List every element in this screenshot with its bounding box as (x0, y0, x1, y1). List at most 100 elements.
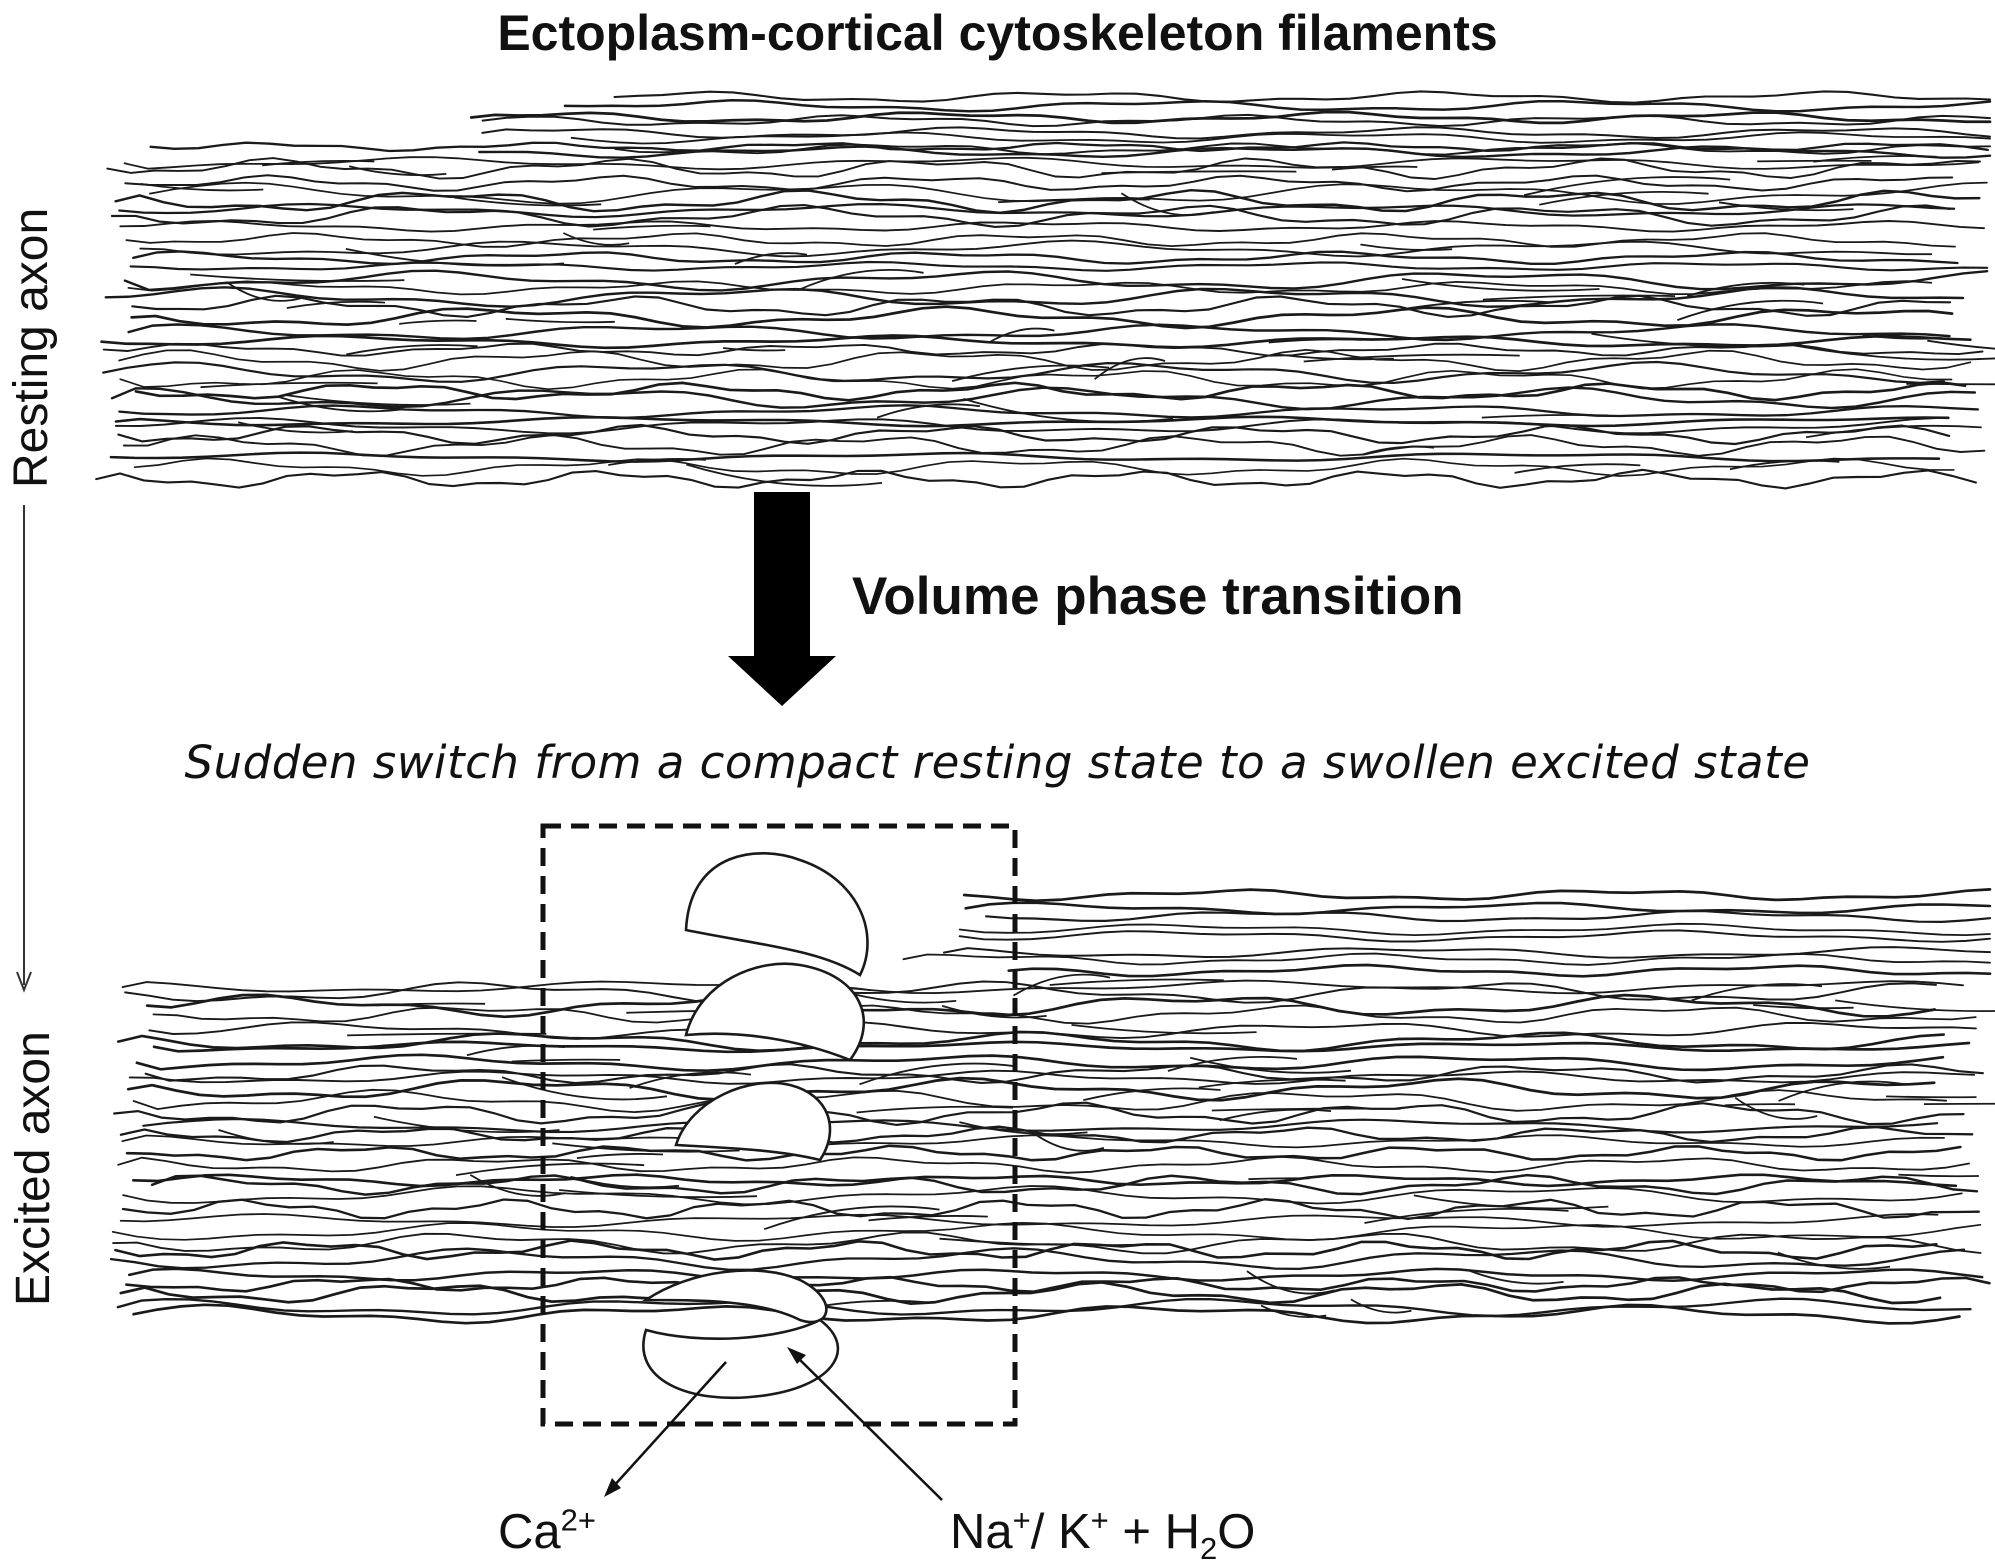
filament-strand (113, 1101, 1965, 1127)
filament-strand (135, 1053, 1945, 1073)
transition-arrow (728, 492, 836, 706)
filament-crosslink (1413, 1194, 1609, 1210)
swollen-bulge (642, 1318, 840, 1400)
filament-crosslink (1482, 294, 1676, 301)
filament-crosslink (1687, 281, 1805, 297)
filament-crosslink (285, 394, 471, 406)
filament-crosslink (466, 1044, 565, 1057)
water-suffix: O (1217, 1505, 1256, 1559)
filament-crosslink (859, 1062, 1018, 1086)
filament-crosslink (1248, 1177, 1310, 1181)
filament-strand (131, 1173, 1958, 1188)
transition-label: Volume phase transition (852, 567, 1464, 626)
filament-strand (118, 404, 1979, 420)
calcium-symbol: Ca (498, 1505, 561, 1559)
filament-crosslink (501, 1076, 668, 1101)
filament-crosslink (511, 1058, 621, 1063)
filament-strand (118, 349, 1972, 372)
ions-water-arrow (795, 1355, 943, 1501)
filament-crosslink (1469, 1270, 1564, 1285)
filament-strand (127, 280, 1933, 296)
filament-strand (481, 113, 1992, 128)
filament-crosslink (286, 300, 386, 309)
filament-strand (121, 1197, 1980, 1221)
figure-title: Ectoplasm-cortical cytoskeleton filament… (497, 5, 1498, 61)
filament-crosslink (576, 1153, 664, 1159)
filament-crosslink (629, 1071, 752, 1089)
filament-crosslink (1211, 1107, 1401, 1112)
filament-crosslink (1591, 332, 1802, 348)
filament-crosslink (262, 159, 375, 167)
filament-crosslink (1385, 299, 1553, 313)
timeline-arrowhead (16, 971, 32, 993)
filament-strand (614, 142, 1991, 156)
filament-crosslink (941, 1005, 1047, 1019)
filament-strand (121, 1134, 1945, 1149)
filament-crosslink (1805, 424, 1982, 439)
filament-crosslink (1676, 299, 1824, 321)
filament-crosslink (552, 1142, 740, 1153)
filament-crosslink (1071, 1024, 1257, 1035)
filament-strand (985, 909, 1992, 923)
filament-crosslink (1724, 1103, 1796, 1107)
filament-strand (478, 145, 1992, 159)
filament-strand (106, 157, 1981, 180)
filament-strand (122, 1185, 1963, 1206)
filament-crosslink (868, 1215, 988, 1222)
swollen-bulge (684, 852, 869, 977)
ions-water-arrowhead (787, 1347, 806, 1364)
filament-strand (100, 334, 1972, 350)
filament-crosslink (797, 269, 924, 292)
water-prefix: + H (1108, 1505, 1201, 1559)
filament-crosslink (1094, 357, 1166, 380)
filament-crosslink (856, 1105, 1014, 1114)
filament-crosslink (1120, 192, 1215, 216)
filament-strand (958, 929, 1991, 943)
filament-crosslink (563, 232, 630, 246)
filament-strand (127, 323, 1951, 342)
filament-crosslink (959, 1121, 1088, 1136)
filament-crosslink (593, 224, 711, 231)
filament-crosslink (237, 421, 353, 434)
filament-crosslink (1167, 1056, 1298, 1072)
filament-strand (958, 922, 1991, 937)
filament-crosslink (140, 183, 264, 192)
filament-strand (1007, 963, 1992, 978)
filament-crosslink (1523, 176, 1731, 197)
calcium-arrowhead (604, 1478, 621, 1497)
filament-strand (131, 294, 1952, 318)
filament-strand (110, 386, 1977, 411)
calcium-arrow (611, 1361, 727, 1489)
excited-axon-filaments (109, 888, 1995, 1325)
filament-strand (114, 1239, 1938, 1261)
filament-strand (117, 1155, 1970, 1174)
filament-strand (139, 239, 1933, 258)
filament-crosslink (190, 273, 405, 282)
filament-strand (119, 1281, 1942, 1305)
filament-crosslink (505, 317, 615, 324)
filament-crosslink (347, 1032, 547, 1037)
filament-crosslink (276, 395, 404, 413)
filament-strand (104, 286, 1965, 308)
water-subscript: 2 (1200, 1530, 1218, 1566)
filament-strand (119, 1213, 1939, 1228)
filament-crosslink (1101, 170, 1297, 174)
filament-crosslink (453, 196, 602, 207)
filament-crosslink (1012, 973, 1111, 997)
calcium-charge: 2+ (560, 1502, 596, 1538)
filament-crosslink (1401, 278, 1600, 292)
filament-crosslink (608, 458, 706, 466)
filament-strand (129, 260, 1989, 272)
filament-strand (102, 342, 1984, 357)
filament-crosslink (1777, 1251, 1891, 1270)
filament-strand (116, 1297, 1972, 1318)
filament-strand (109, 451, 1941, 463)
filament-strand (117, 423, 1951, 446)
filament-crosslink (200, 381, 378, 389)
filament-crosslink (1198, 1078, 1346, 1089)
filament-crosslink (1539, 191, 1709, 206)
filament-crosslink (1927, 339, 1995, 350)
filament-crosslink (1360, 243, 1453, 251)
